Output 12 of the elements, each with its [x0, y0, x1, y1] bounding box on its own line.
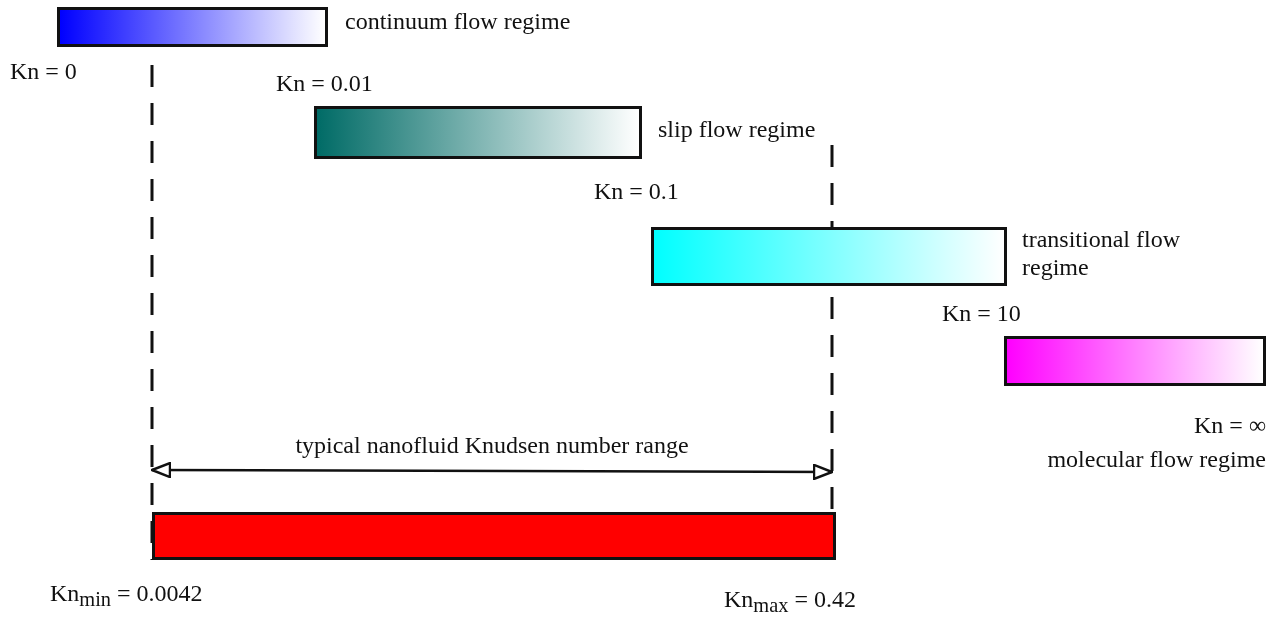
knudsen-value-label: Kn = 0.1 — [594, 178, 679, 206]
knudsen-value-label: Kn$_{min}$ = 0.0042 — [50, 580, 203, 612]
knudsen-value-label: Kn = 0.01 — [276, 70, 373, 98]
regime-label: continuum flow regime — [345, 8, 571, 36]
knudsen-value-label: Kn$_{max}$ = 0.42 — [724, 586, 856, 617]
regime-label: transitional flow regime — [1022, 226, 1181, 282]
knudsen-value-label: Kn = 0 — [10, 58, 77, 86]
regime-label: slip flow regime — [658, 116, 816, 144]
regime-label: molecular flow regime — [1046, 446, 1266, 474]
knudsen-value-label: Kn = 10 — [942, 300, 1021, 328]
range-label: typical nanofluid Knudsen number range — [295, 432, 689, 460]
knudsen-value-label: Kn = ∞ — [1193, 412, 1266, 440]
